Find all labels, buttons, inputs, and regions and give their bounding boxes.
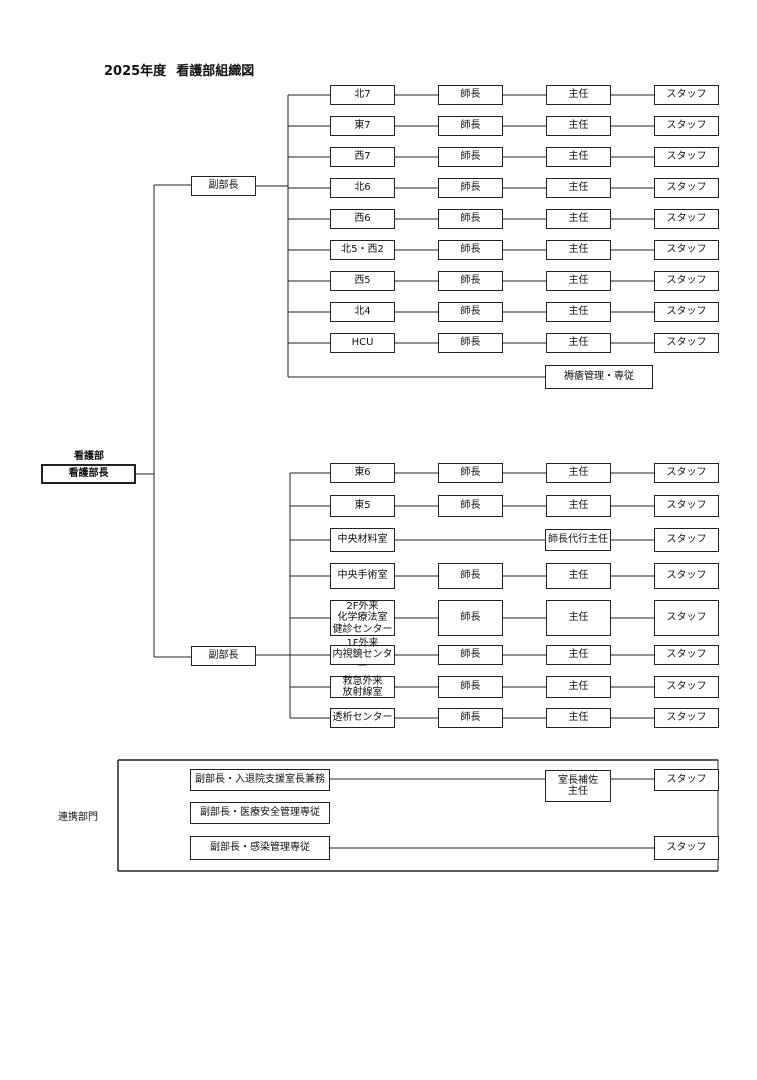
unit-box: 北5・西2 xyxy=(330,240,395,260)
chief-box: 主任 xyxy=(546,178,611,198)
chief-box: 主任 xyxy=(546,333,611,353)
head-nurse-box: 師長 xyxy=(438,147,503,167)
title-year: 2025年度 xyxy=(104,64,167,79)
liaison-item-3: 副部長・感染管理専従 xyxy=(190,836,330,860)
chief-box: 主任 xyxy=(546,563,611,589)
chief-box: 主任 xyxy=(546,645,611,665)
unit-box: 西6 xyxy=(330,209,395,229)
staff-box: スタッフ xyxy=(654,147,719,167)
head-nurse-box: 師長 xyxy=(438,240,503,260)
deputy-chief-box: 室長補佐 主任 xyxy=(545,770,611,802)
head-nurse-box: 師長 xyxy=(438,116,503,136)
unit-box: HCU xyxy=(330,333,395,353)
unit-box: 東5 xyxy=(330,495,395,517)
liaison-item-2: 副部長・医療安全管理専従 xyxy=(190,802,330,824)
chief-box: 主任 xyxy=(546,463,611,483)
chief-box: 主任 xyxy=(546,676,611,698)
staff-box: スタッフ xyxy=(654,271,719,291)
liaison-staff-box-1: スタッフ xyxy=(654,769,719,791)
unit-box: 1F外来 内視鏡センター xyxy=(330,638,395,672)
head-nurse-box: 師長 xyxy=(438,209,503,229)
head-nurse-box: 師長 xyxy=(438,85,503,105)
staff-box: スタッフ xyxy=(654,240,719,260)
staff-box: スタッフ xyxy=(654,528,719,552)
vice-director-box-1: 副部長 xyxy=(191,176,256,196)
unit-box: 透析センター xyxy=(330,708,395,728)
chief-box: 主任 xyxy=(546,708,611,728)
acting-chief-box: 師長代行主任 xyxy=(545,529,611,551)
head-nurse-box: 師長 xyxy=(438,600,503,636)
staff-box: スタッフ xyxy=(654,178,719,198)
head-nurse-box: 師長 xyxy=(438,302,503,322)
chief-box: 主任 xyxy=(546,85,611,105)
staff-box: スタッフ xyxy=(654,209,719,229)
staff-box: スタッフ xyxy=(654,563,719,589)
liaison-item-1: 副部長・入退院支援室長兼務 xyxy=(190,769,330,791)
unit-box: 北7 xyxy=(330,85,395,105)
staff-box: スタッフ xyxy=(654,600,719,636)
pressure-ulcer-manager-box: 褥瘡管理・専従 xyxy=(545,365,653,389)
staff-box: スタッフ xyxy=(654,333,719,353)
unit-box: 北4 xyxy=(330,302,395,322)
staff-box: スタッフ xyxy=(654,708,719,728)
head-nurse-box: 師長 xyxy=(438,676,503,698)
staff-box: スタッフ xyxy=(654,645,719,665)
head-nurse-box: 師長 xyxy=(438,563,503,589)
title-name: 看護部組織図 xyxy=(176,64,255,79)
chief-box: 主任 xyxy=(546,240,611,260)
unit-box: 西5 xyxy=(330,271,395,291)
unit-box: 東6 xyxy=(330,463,395,483)
chief-box: 主任 xyxy=(546,600,611,636)
unit-box: 北6 xyxy=(330,178,395,198)
chief-box: 主任 xyxy=(546,147,611,167)
head-nurse-box: 師長 xyxy=(438,708,503,728)
vice-director-box-2: 副部長 xyxy=(191,646,256,666)
head-nurse-box: 師長 xyxy=(438,178,503,198)
chief-box: 主任 xyxy=(546,302,611,322)
liaison-staff-box-2: スタッフ xyxy=(654,836,719,860)
liaison-label: 連携部門 xyxy=(58,812,98,823)
department-label: 看護部 xyxy=(74,451,104,462)
chart-title: 2025年度看護部組織図 xyxy=(104,60,254,79)
unit-box: 2F外来 化学療法室 健診センター xyxy=(330,600,395,636)
staff-box: スタッフ xyxy=(654,302,719,322)
unit-box: 救急外来 放射線室 xyxy=(330,676,395,698)
unit-box: 東7 xyxy=(330,116,395,136)
director-box: 看護部長 xyxy=(41,464,136,484)
head-nurse-box: 師長 xyxy=(438,271,503,291)
chief-box: 主任 xyxy=(546,495,611,517)
staff-box: スタッフ xyxy=(654,495,719,517)
unit-box: 中央手術室 xyxy=(330,563,395,589)
head-nurse-box: 師長 xyxy=(438,333,503,353)
unit-box: 中央材料室 xyxy=(330,528,395,552)
chief-box: 主任 xyxy=(546,209,611,229)
staff-box: スタッフ xyxy=(654,85,719,105)
staff-box: スタッフ xyxy=(654,676,719,698)
staff-box: スタッフ xyxy=(654,463,719,483)
chief-box: 主任 xyxy=(546,271,611,291)
staff-box: スタッフ xyxy=(654,116,719,136)
head-nurse-box: 師長 xyxy=(438,495,503,517)
head-nurse-box: 師長 xyxy=(438,645,503,665)
chief-box: 主任 xyxy=(546,116,611,136)
unit-box: 西7 xyxy=(330,147,395,167)
head-nurse-box: 師長 xyxy=(438,463,503,483)
